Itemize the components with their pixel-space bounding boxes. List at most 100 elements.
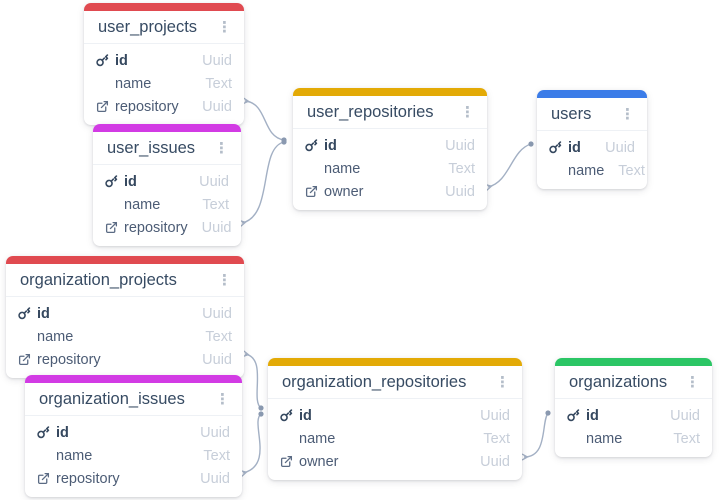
field-type: Text — [483, 430, 510, 447]
table-organization_repositories[interactable]: organization_repositories ⋮ id Uuid name… — [268, 358, 522, 480]
field-type: Uuid — [480, 407, 510, 424]
table-header[interactable]: user_issues ⋮ — [93, 132, 241, 165]
table-header[interactable]: organization_repositories ⋮ — [268, 366, 522, 399]
table-menu-icon[interactable]: ⋮ — [685, 373, 700, 391]
field-list: id Uuid name Text owner Uuid — [293, 129, 487, 210]
field-list: id Uuid name Text repository Uuid — [84, 44, 244, 125]
relation-organization_issues-organization_repositories — [243, 414, 261, 473]
table-user_repositories[interactable]: user_repositories ⋮ id Uuid name Text ow… — [293, 88, 487, 210]
field-type: Text — [205, 328, 232, 345]
field-type: Text — [203, 447, 230, 464]
relation-organization_repositories-organizations — [524, 413, 548, 457]
table-title: user_issues — [107, 138, 196, 157]
field-name: id — [586, 407, 599, 424]
field-row-name[interactable]: name Text — [6, 325, 244, 348]
field-type: Text — [448, 160, 475, 177]
field-row-owner[interactable]: owner Uuid — [293, 180, 487, 203]
field-name: id — [56, 424, 69, 441]
table-accent-bar — [537, 90, 647, 98]
field-name: repository — [37, 351, 101, 368]
field-name: id — [124, 173, 137, 190]
table-menu-icon[interactable]: ⋮ — [217, 18, 232, 36]
field-type: Uuid — [202, 351, 232, 368]
primary-key-icon — [567, 409, 586, 422]
field-list: id Uuid name Text repository Uuid — [25, 416, 242, 497]
table-accent-bar — [6, 256, 244, 264]
table-menu-icon[interactable]: ⋮ — [215, 390, 230, 408]
table-title: organization_projects — [20, 270, 177, 289]
table-users[interactable]: users ⋮ id Uuid name Text — [537, 90, 647, 189]
table-user_issues[interactable]: user_issues ⋮ id Uuid name Text reposito… — [93, 124, 241, 246]
table-user_projects[interactable]: user_projects ⋮ id Uuid name Text reposi… — [84, 3, 244, 125]
field-row-id[interactable]: id Uuid — [93, 170, 241, 193]
table-header[interactable]: users ⋮ — [537, 98, 647, 131]
table-header[interactable]: organization_projects ⋮ — [6, 264, 244, 297]
field-row-repository[interactable]: repository Uuid — [25, 467, 242, 490]
table-menu-icon[interactable]: ⋮ — [620, 105, 635, 123]
field-name: repository — [124, 219, 188, 236]
field-type: Uuid — [202, 305, 232, 322]
primary-key-icon — [305, 139, 324, 152]
table-title: users — [551, 104, 592, 123]
field-name: name — [115, 75, 152, 92]
field-type: Uuid — [670, 407, 700, 424]
table-menu-icon[interactable]: ⋮ — [460, 103, 475, 121]
field-name: name — [568, 162, 605, 179]
field-row-name[interactable]: name Text — [25, 444, 242, 467]
field-row-id[interactable]: id Uuid — [555, 404, 712, 427]
field-row-id[interactable]: id Uuid — [537, 136, 647, 159]
field-type: Uuid — [201, 219, 232, 236]
field-row-repository[interactable]: repository Uuid — [84, 95, 244, 118]
relation-organization_projects-organization_repositories — [245, 354, 261, 408]
field-type: Text — [205, 75, 232, 92]
field-list: id Uuid name Text — [537, 131, 647, 189]
table-header[interactable]: organizations ⋮ — [555, 366, 712, 399]
primary-key-icon — [18, 307, 37, 320]
foreign-key-icon — [305, 185, 324, 198]
field-row-name[interactable]: name Text — [268, 427, 522, 450]
field-row-name[interactable]: name Text — [293, 157, 487, 180]
field-type: Text — [202, 196, 229, 213]
table-menu-icon[interactable]: ⋮ — [214, 139, 229, 157]
table-organization_issues[interactable]: organization_issues ⋮ id Uuid name Text … — [25, 375, 242, 497]
field-type: Uuid — [202, 98, 232, 115]
field-row-owner[interactable]: owner Uuid — [268, 450, 522, 473]
field-row-repository[interactable]: repository Uuid — [6, 348, 244, 371]
field-name: id — [568, 139, 581, 156]
field-row-name[interactable]: name Text — [537, 159, 647, 182]
field-row-name[interactable]: name Text — [555, 427, 712, 450]
table-organizations[interactable]: organizations ⋮ id Uuid name Text — [555, 358, 712, 457]
foreign-key-icon — [280, 455, 299, 468]
field-name: id — [37, 305, 50, 322]
field-row-id[interactable]: id Uuid — [25, 421, 242, 444]
field-type: Uuid — [200, 424, 230, 441]
field-row-id[interactable]: id Uuid — [268, 404, 522, 427]
field-name: name — [324, 160, 361, 177]
table-accent-bar — [84, 3, 244, 11]
relation-user_projects-user_repositories — [245, 101, 284, 140]
field-row-name[interactable]: name Text — [93, 193, 241, 216]
foreign-key-icon — [105, 221, 124, 234]
table-accent-bar — [555, 358, 712, 366]
field-name: name — [56, 447, 93, 464]
field-type: Uuid — [605, 139, 635, 156]
field-list: id Uuid name Text repository Uuid — [6, 297, 244, 378]
table-header[interactable]: user_projects ⋮ — [84, 11, 244, 44]
field-name: name — [124, 196, 161, 213]
field-name: repository — [115, 98, 179, 115]
table-header[interactable]: user_repositories ⋮ — [293, 96, 487, 129]
table-menu-icon[interactable]: ⋮ — [217, 271, 232, 289]
field-row-name[interactable]: name Text — [84, 72, 244, 95]
field-list: id Uuid name Text owner Uuid — [268, 399, 522, 480]
field-row-id[interactable]: id Uuid — [293, 134, 487, 157]
table-title: user_repositories — [307, 102, 434, 121]
field-row-repository[interactable]: repository Uuid — [93, 216, 241, 239]
field-row-id[interactable]: id Uuid — [6, 302, 244, 325]
table-menu-icon[interactable]: ⋮ — [495, 373, 510, 391]
field-list: id Uuid name Text repository Uuid — [93, 165, 241, 246]
table-organization_projects[interactable]: organization_projects ⋮ id Uuid name Tex… — [6, 256, 244, 378]
table-accent-bar — [25, 375, 242, 383]
table-header[interactable]: organization_issues ⋮ — [25, 383, 242, 416]
field-row-id[interactable]: id Uuid — [84, 49, 244, 72]
field-name: id — [324, 137, 337, 154]
